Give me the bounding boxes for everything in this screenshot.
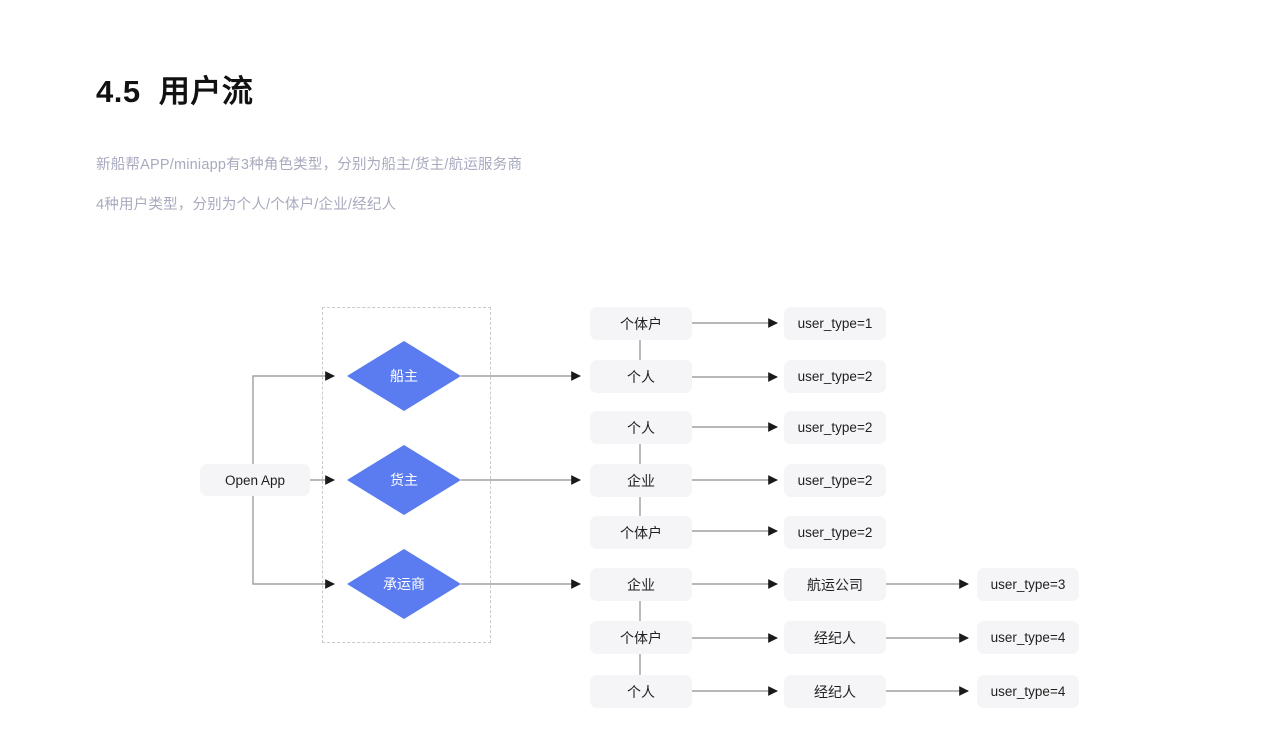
node-mid-result-1[interactable]: 航运公司 — [784, 568, 886, 601]
node-output-6-label: user_type=3 — [990, 577, 1066, 592]
node-mid-result-3-label: 经纪人 — [814, 683, 856, 700]
node-role-carrier[interactable]: 承运商 — [347, 549, 461, 619]
node-output-4[interactable]: user_type=2 — [784, 464, 886, 497]
node-user-type-6[interactable]: 企业 — [590, 568, 692, 601]
node-output-2-label: user_type=2 — [797, 369, 873, 384]
node-output-3[interactable]: user_type=2 — [784, 411, 886, 444]
node-role-shipper-label: 货主 — [390, 472, 418, 488]
node-user-type-5-label: 个体户 — [620, 524, 662, 541]
node-user-type-1-label: 个体户 — [620, 315, 662, 332]
node-mid-result-2-label: 经纪人 — [814, 629, 856, 646]
node-output-7[interactable]: user_type=4 — [977, 621, 1079, 654]
node-user-type-1[interactable]: 个体户 — [590, 307, 692, 340]
node-output-1[interactable]: user_type=1 — [784, 307, 886, 340]
node-user-type-7-label: 个体户 — [620, 629, 662, 646]
node-output-5[interactable]: user_type=2 — [784, 516, 886, 549]
node-role-carrier-label: 承运商 — [383, 576, 425, 592]
node-output-3-label: user_type=2 — [797, 420, 873, 435]
node-user-type-4[interactable]: 企业 — [590, 464, 692, 497]
node-user-type-5[interactable]: 个体户 — [590, 516, 692, 549]
node-user-type-3[interactable]: 个人 — [590, 411, 692, 444]
role-group-frame — [322, 307, 491, 643]
node-mid-result-1-label: 航运公司 — [807, 576, 863, 593]
node-user-type-7[interactable]: 个体户 — [590, 621, 692, 654]
node-output-1-label: user_type=1 — [797, 316, 873, 331]
node-user-type-2-label: 个人 — [627, 368, 655, 385]
node-output-6[interactable]: user_type=3 — [977, 568, 1079, 601]
node-user-type-8-label: 个人 — [627, 683, 655, 700]
node-output-8-label: user_type=4 — [990, 684, 1066, 699]
node-output-7-label: user_type=4 — [990, 630, 1066, 645]
node-role-shipper[interactable]: 货主 — [347, 445, 461, 515]
node-user-type-6-label: 企业 — [627, 576, 655, 593]
node-open-app-label: Open App — [224, 472, 286, 488]
node-output-2[interactable]: user_type=2 — [784, 360, 886, 393]
node-role-shipowner-label: 船主 — [390, 368, 418, 384]
node-mid-result-2[interactable]: 经纪人 — [784, 621, 886, 654]
subtitle-line-2: 4种用户类型，分别为个人/个体户/企业/经纪人 — [96, 197, 397, 213]
node-mid-result-3[interactable]: 经纪人 — [784, 675, 886, 708]
node-output-4-label: user_type=2 — [797, 473, 873, 488]
node-open-app[interactable]: Open App — [200, 464, 310, 496]
node-user-type-8[interactable]: 个人 — [590, 675, 692, 708]
node-user-type-3-label: 个人 — [627, 419, 655, 436]
node-output-5-label: user_type=2 — [797, 525, 873, 540]
node-output-8[interactable]: user_type=4 — [977, 675, 1079, 708]
node-user-type-2[interactable]: 个人 — [590, 360, 692, 393]
subtitle-line-1: 新船帮APP/miniapp有3种角色类型，分别为船主/货主/航运服务商 — [96, 157, 523, 173]
node-role-shipowner[interactable]: 船主 — [347, 341, 461, 411]
page-title: 4.5 用户流 — [96, 74, 254, 109]
node-user-type-4-label: 企业 — [627, 472, 655, 489]
